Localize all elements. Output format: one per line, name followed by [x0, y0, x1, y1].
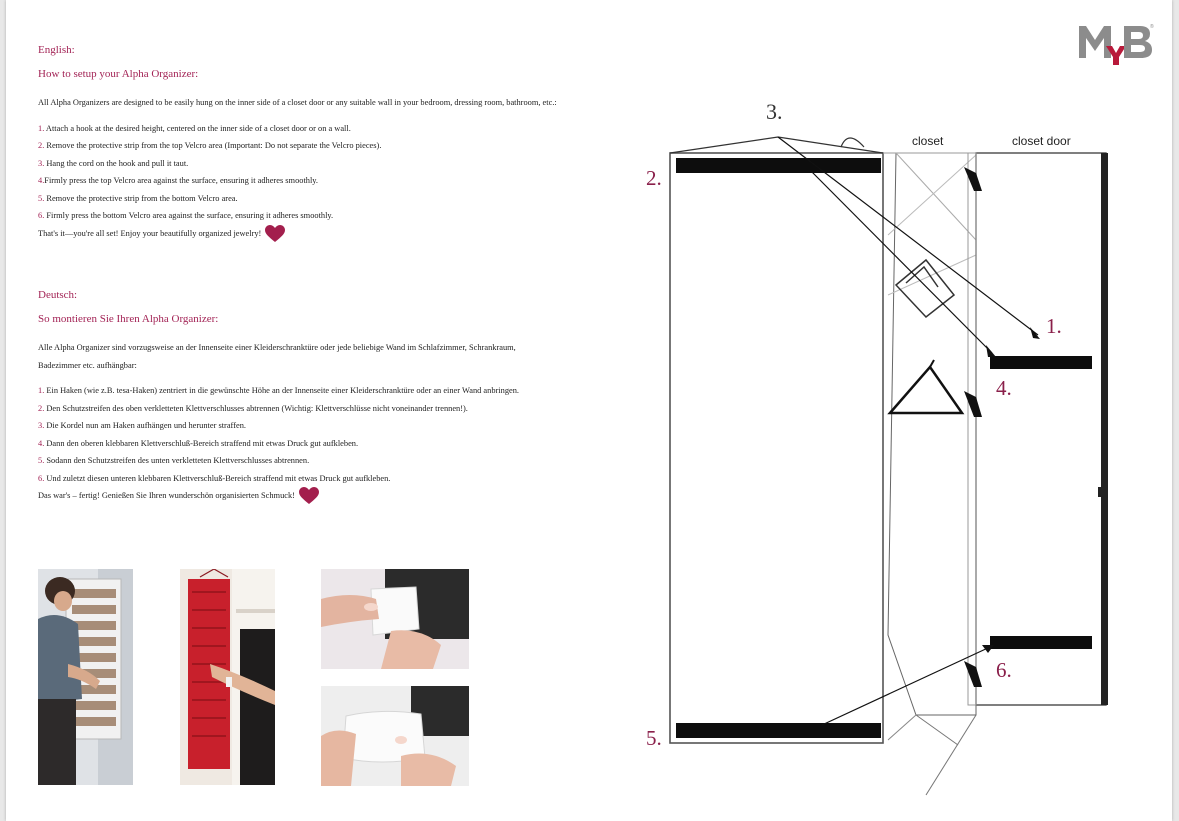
closet-label: closet [912, 134, 944, 148]
callout-3: 3. [766, 99, 783, 124]
callout-6: 6. [996, 658, 1012, 682]
english-step-3: 3. Hang the cord on the hook and pull it… [38, 158, 189, 168]
photo-velcro-peel-bottom [321, 686, 469, 786]
bottom-velcro-strip [676, 723, 881, 738]
english-step-2: 2. Remove the protective strip from the … [38, 141, 382, 150]
hook-icon [964, 661, 982, 687]
deutsch-closing: Das war's – fertig! Genießen Sie Ihren w… [38, 487, 543, 505]
mounting-diagram: closet closet door 1. 2. 3. 4. 5. 6. [646, 99, 1108, 796]
deutsch-step-4: 4. Dann den oberen klebbaren Klettversch… [38, 438, 359, 448]
heart-icon [265, 224, 286, 242]
deutsch-step-3: 3. Die Kordel nun am Haken aufhängen und… [38, 421, 246, 430]
closet-door [975, 152, 1107, 706]
deutsch-step-5: 5. Sodann den Schutzstreifen des unten v… [38, 456, 310, 465]
deutsch-step-6: 6. Und zuletzt diesen unteren klebbaren … [38, 473, 391, 483]
door-top-velcro [990, 356, 1092, 369]
english-step-5: 5. Remove the protective strip from the … [38, 193, 238, 203]
folded-cloth-icon [894, 258, 956, 319]
organizer-outline [669, 152, 884, 744]
myb-logo: ® [1079, 23, 1154, 65]
photo-woman-organizer [38, 569, 133, 785]
deutsch-body: Alle Alpha Organizer sind vorzugsweise a… [38, 339, 543, 505]
english-intro: All Alpha Organizers are designed to be … [38, 98, 557, 107]
english-heading: English: [38, 44, 75, 56]
hanger-icon [887, 364, 965, 415]
callout-2: 2. [646, 166, 662, 190]
english-closing: That's it—you're all set! Enjoy your bea… [38, 224, 558, 243]
photo-red-organizer [180, 569, 275, 785]
english-step-6: 6. Firmly press the bottom Velcro area a… [38, 211, 334, 220]
deutsch-title: So montieren Sie Ihren Alpha Organizer: [38, 313, 219, 325]
deutsch-heading: Deutsch: [38, 289, 78, 301]
photo-velcro-peel-top [321, 569, 469, 669]
hook-icon [964, 167, 982, 191]
english-step-4: 4.Firmly press the top Velcro area again… [38, 176, 319, 185]
english-step-1: 1. Attach a hook at the desired height, … [38, 123, 351, 133]
english-title: How to setup your Alpha Organizer: [38, 68, 199, 80]
deutsch-step-1: 1. Ein Haken (wie z.B. tesa-Haken) zentr… [38, 386, 520, 395]
instruction-page: ® English: How to setup your Alpha Organ… [6, 0, 1172, 821]
hanging-cord [669, 136, 884, 154]
top-velcro-strip [676, 158, 881, 173]
deutsch-intro: Alle Alpha Organizer sind vorzugsweise a… [38, 343, 516, 370]
callout-4: 4. [996, 376, 1012, 400]
heart-icon [298, 487, 319, 505]
registered-mark: ® [1150, 23, 1154, 30]
door-bottom-velcro [990, 636, 1092, 649]
closet-door-label: closet door [1012, 134, 1071, 148]
callout-5: 5. [646, 726, 662, 750]
hook-icon [964, 391, 982, 417]
callout-1: 1. [1046, 314, 1062, 338]
english-body: All Alpha Organizers are designed to be … [38, 94, 558, 243]
deutsch-step-2: 2. Den Schutzstreifen des oben verklette… [38, 403, 468, 413]
